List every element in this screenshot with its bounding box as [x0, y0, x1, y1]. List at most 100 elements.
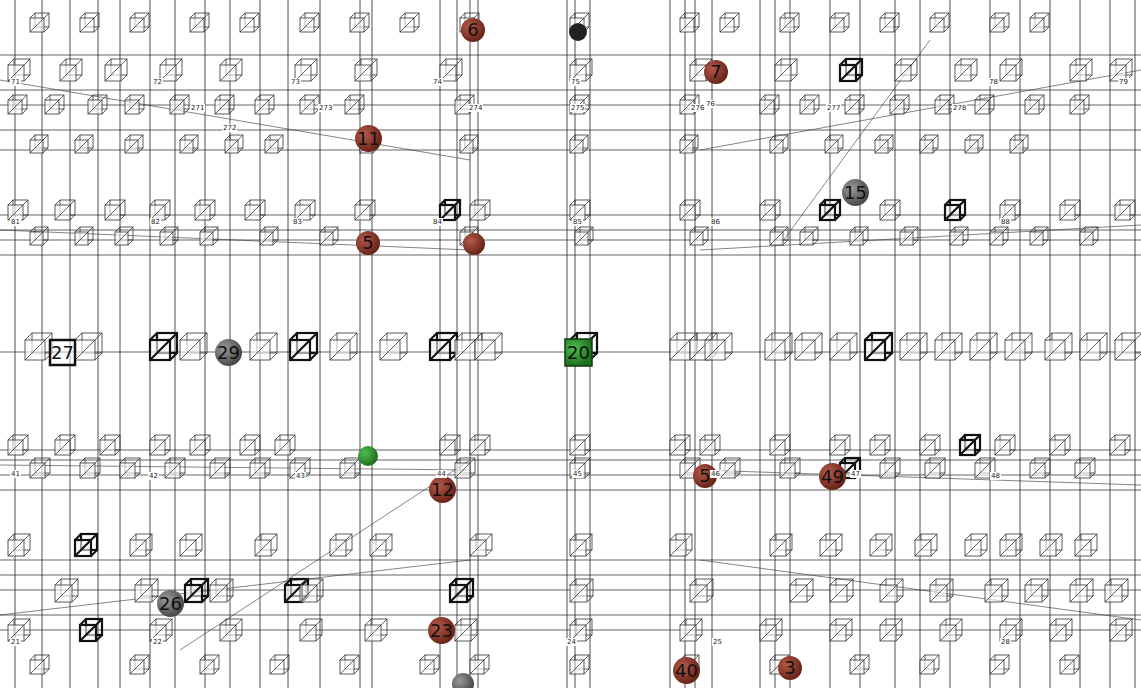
cube-index: 79 [1118, 78, 1129, 86]
wire-cube [940, 619, 962, 641]
cube-index: 278 [952, 104, 967, 112]
wire-cube [55, 200, 75, 220]
sphere-node: 12 [428, 475, 457, 504]
grid-line [860, 0, 861, 688]
wire-cube [255, 95, 274, 114]
wire-cube [125, 95, 144, 114]
cube-index: 88 [1000, 218, 1011, 226]
cube-index: 78 [988, 78, 999, 86]
wire-cube [355, 200, 375, 220]
wire-cube [680, 13, 699, 32]
wire-cube [760, 619, 782, 641]
wire-cube [1115, 333, 1141, 360]
wire-cube [1070, 59, 1092, 81]
wire-cube [75, 227, 93, 245]
cube-index: 82 [150, 218, 161, 226]
cube-index: 47 [850, 470, 861, 478]
wire-cube [240, 435, 260, 455]
wire-cube [190, 13, 209, 32]
wire-cube [115, 227, 133, 245]
wire-cube [770, 534, 792, 556]
wire-cube [960, 435, 980, 455]
perspective-line [780, 40, 930, 245]
wire-cube [975, 95, 994, 114]
wire-cube [55, 579, 78, 602]
cube-index: 76 [705, 100, 716, 108]
node-number: 23 [430, 622, 453, 640]
cube-index: 275 [570, 104, 585, 112]
wire-cube [30, 135, 48, 153]
cube-index: 85 [572, 218, 583, 226]
wire-cube [570, 135, 588, 153]
wire-cube [880, 200, 900, 220]
node-number: 12 [431, 481, 454, 499]
wire-cube [300, 619, 322, 641]
wire-cube [340, 458, 360, 478]
wire-cube [1070, 95, 1089, 114]
grid-line [0, 560, 1141, 561]
grid-line [372, 0, 373, 688]
wire-cube [130, 13, 149, 32]
wire-cube [670, 534, 692, 556]
sphere-node: 6 [460, 17, 486, 43]
wire-cube [870, 534, 892, 556]
wire-cube [1025, 95, 1044, 114]
wire-cube [210, 579, 233, 602]
sphere-node: 23 [427, 616, 456, 645]
sphere [358, 446, 378, 466]
cube-index: 25 [712, 638, 723, 646]
node-number: 7 [710, 63, 721, 81]
wire-cube [30, 655, 49, 674]
node-number: 29 [217, 344, 240, 362]
wire-cube [88, 95, 107, 114]
wire-cube [470, 435, 490, 455]
wire-cube [150, 200, 170, 220]
wire-cube [80, 458, 100, 478]
cube-index: 83 [292, 218, 303, 226]
wire-cube [670, 435, 690, 455]
wire-cube [270, 655, 289, 674]
wire-cube [300, 579, 323, 602]
sphere-node: 7 [703, 59, 729, 85]
cube-index: 21 [10, 638, 21, 646]
perspective-line [700, 225, 1141, 250]
wire-cube [320, 227, 338, 245]
wire-cube [830, 619, 852, 641]
wire-cube [570, 200, 590, 220]
wire-cube [1040, 534, 1062, 556]
wire-cube [995, 435, 1015, 455]
cube-index: 81 [10, 218, 21, 226]
wire-cube [120, 458, 140, 478]
cube-index: 48 [990, 472, 1001, 480]
wire-cube [30, 227, 48, 245]
wire-cube [570, 579, 593, 602]
wire-cube [265, 135, 283, 153]
wire-cube [880, 579, 903, 602]
wire-cube [215, 95, 234, 114]
wire-cube [1030, 227, 1048, 245]
perspective-line [0, 465, 470, 470]
cube-index: 277 [826, 104, 841, 112]
wire-cube [840, 59, 862, 81]
wire-cube [80, 619, 102, 641]
wire-cube [900, 333, 927, 360]
marker [569, 23, 587, 41]
node-number: 15 [844, 184, 867, 202]
wire-cube [475, 333, 502, 360]
wire-cube [955, 59, 977, 81]
wire-cube [300, 13, 319, 32]
grid-line [0, 575, 1141, 576]
wire-cube [770, 227, 788, 245]
wire-cube [25, 333, 52, 360]
wire-cube [370, 534, 392, 556]
wire-cube [300, 95, 319, 114]
wire-cube [130, 534, 152, 556]
cube-index: 274 [468, 104, 483, 112]
cube-node: 27 [48, 338, 77, 367]
wire-cube [260, 227, 278, 245]
cube-index: 74 [432, 78, 443, 86]
wire-cube [890, 95, 909, 114]
wire-cube [455, 619, 477, 641]
wire-cube [1000, 534, 1022, 556]
wire-cube [1060, 200, 1080, 220]
